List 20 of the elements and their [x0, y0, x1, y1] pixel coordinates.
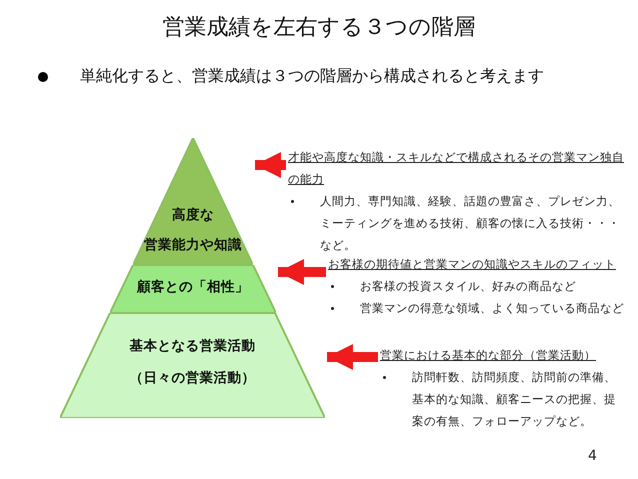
tier-label: （日々の営業活動）: [128, 369, 256, 387]
arrow: [278, 259, 326, 285]
pyramid-tier: [133, 138, 253, 265]
arrow: [255, 152, 286, 178]
bullet-text: 人間力、専門知識、経験、話題の豊富さ、プレゼン力、ミーティングを進める技術、顧客の懐に入る技術・・・など。: [320, 194, 620, 252]
pyramid-tier: [60, 313, 325, 418]
page-number: 4: [588, 448, 597, 464]
description-heading: お客様の期待値と営業マンの知識やスキルのフィット: [328, 256, 617, 273]
tier-label: 高度な: [171, 206, 215, 224]
bullet-text: 訪問軒数、訪問頻度、訪問前の準備、基本的な知識、顧客ニースの把握、提案の有無、フォローアップなど。: [412, 370, 616, 428]
bullet-text: 営業マンの得意な領域、よく知っている商品など: [360, 301, 624, 315]
subtitle-text: 単純化すると、営業成績は３つの階層から構成されると考えます: [80, 66, 544, 87]
arrow: [327, 344, 378, 370]
bullet-text: お客様の投資スタイル、好みの商品など: [360, 279, 576, 293]
slide-title: 営業成績を左右する３つの階層: [162, 14, 476, 42]
description-heading: 営業における基本的な部分（営業活動）: [380, 347, 597, 364]
description-heading: 才能や高度な知識・スキルなどで構成されるその営業マン独自の能力: [288, 149, 625, 188]
tier-label: 基本となる営業活動: [128, 337, 256, 355]
tier-label: 顧客との「相性」: [136, 278, 250, 296]
tier-label: 営業能力や知識: [143, 236, 243, 254]
